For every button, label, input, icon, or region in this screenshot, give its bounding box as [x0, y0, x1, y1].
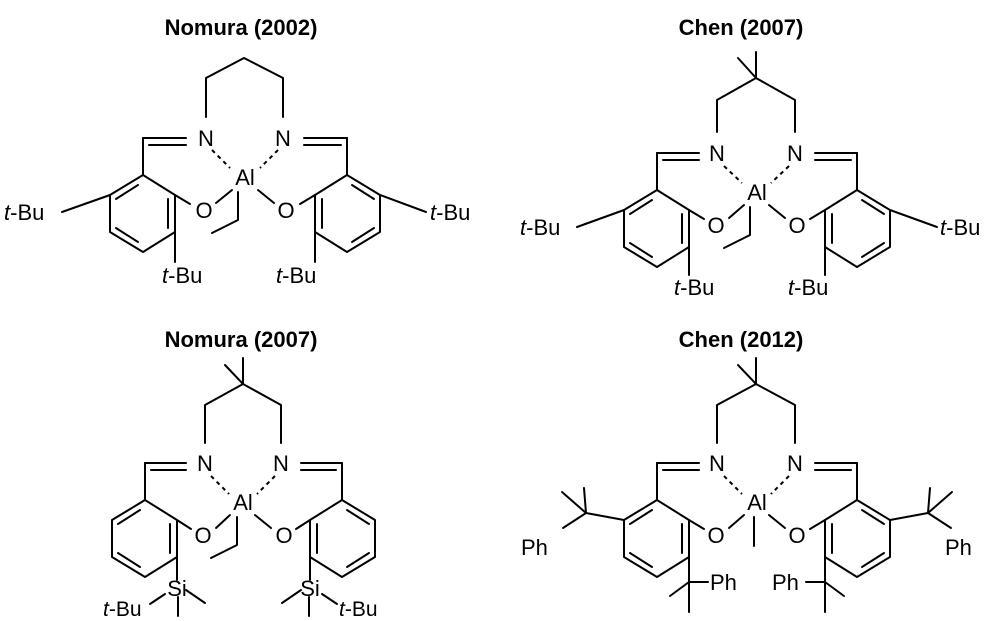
structure-chen-2012: N N Al O O Ph Ph Ph Ph	[521, 357, 972, 613]
aluminum-atom: Al	[233, 490, 253, 515]
tbu-label-ortho-left: t-Bu	[162, 263, 202, 288]
nitrogen-atom-right: N	[273, 451, 289, 476]
tbu-label-para-left: t-Bu	[4, 200, 44, 225]
oxygen-atom-right: O	[788, 523, 805, 548]
tbu-label-para-right: t-Bu	[430, 200, 470, 225]
structure-nomura-2002: N N Al O O t-Bu t-Bu t-Bu t-Bu	[4, 57, 470, 288]
aluminum-atom: Al	[235, 165, 255, 190]
oxygen-atom-left: O	[195, 198, 212, 223]
silicon-atom-right: Si	[300, 576, 320, 601]
silicon-atom-left: Si	[167, 576, 187, 601]
oxygen-atom-right: O	[788, 213, 805, 238]
nitrogen-atom-right: N	[787, 451, 803, 476]
nitrogen-atom-left: N	[709, 451, 725, 476]
structure-chen-2007: N N Al O O t-Bu t-Bu t-Bu t-Bu	[520, 51, 980, 300]
oxygen-atom-left: O	[194, 523, 211, 548]
tbu-label-ortho-right: t-Bu	[788, 275, 828, 300]
aluminum-atom: Al	[747, 490, 767, 515]
tbu-label-ortho-right: t-Bu	[276, 263, 316, 288]
title-chen-2007: Chen (2007)	[679, 15, 804, 40]
aluminum-atom: Al	[747, 180, 767, 205]
oxygen-atom-left: O	[707, 523, 724, 548]
nitrogen-atom-left: N	[709, 141, 725, 166]
phenyl-label-para-left: Ph	[521, 535, 548, 560]
tbu-label-silyl-right: t-Bu	[339, 598, 378, 621]
tbu-label-para-right: t-Bu	[940, 215, 980, 240]
nitrogen-atom-right: N	[787, 141, 803, 166]
structure-nomura-2007: N N Al O O Si Si t-Bu t-Bu	[103, 357, 378, 621]
oxygen-atom-right: O	[277, 198, 294, 223]
oxygen-atom-left: O	[707, 213, 724, 238]
title-nomura-2007: Nomura (2007)	[165, 327, 318, 352]
tbu-label-silyl-left: t-Bu	[103, 598, 142, 621]
title-nomura-2002: Nomura (2002)	[165, 15, 318, 40]
tbu-label-para-left: t-Bu	[520, 215, 560, 240]
nitrogen-atom-left: N	[198, 126, 214, 151]
oxygen-atom-right: O	[275, 523, 292, 548]
phenyl-label-ortho-right: Ph	[772, 570, 799, 595]
tbu-label-ortho-left: t-Bu	[674, 275, 714, 300]
nitrogen-atom-left: N	[197, 451, 213, 476]
nitrogen-atom-right: N	[275, 126, 291, 151]
title-chen-2012: Chen (2012)	[679, 327, 804, 352]
phenyl-label-para-right: Ph	[945, 535, 972, 560]
phenyl-label-ortho-left: Ph	[710, 570, 737, 595]
